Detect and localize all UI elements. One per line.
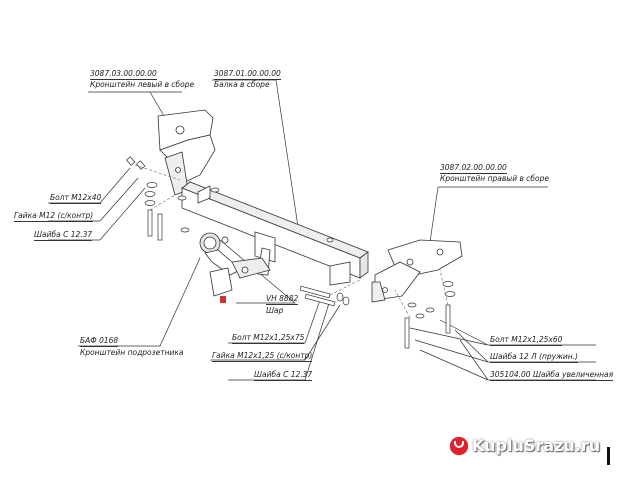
label-nut-left: Гайка М12 (с/контр) <box>14 211 94 222</box>
watermark-text: KupluSrazu.ru <box>472 436 601 455</box>
label-bracket-right-code: 3087.02.00.00.00 <box>440 163 507 174</box>
label-bracket-left-name: Кронштейн левый в сборе <box>90 80 195 89</box>
left-bracket <box>157 109 216 196</box>
leader-socket <box>78 257 201 347</box>
label-bolt-m12x40: Болт M12х40 <box>50 193 102 204</box>
label-beam-code: 3087.01.00.00.00 <box>214 69 281 80</box>
label-bracket-left-code: 3087.03.00.00.00 <box>90 69 157 80</box>
assembly-paths <box>134 164 449 319</box>
fasteners-center <box>299 237 350 307</box>
label-bolt-right: Болт M12х1,25х60 <box>490 335 563 346</box>
label-bolt-center: Болт M12х1,25х75 <box>232 333 305 344</box>
label-washer-large: 305104.00 Шайба увеличенная <box>490 370 614 381</box>
label-ball-name: Шар <box>266 306 284 315</box>
label-socket-code: БАФ 0168 <box>80 336 119 347</box>
label-washer-center: Шайба С 12.37 <box>254 370 313 381</box>
label-beam-name: Балка в сборе <box>214 80 270 89</box>
label-washer-spring: Шайба 12 Л (пружин.) <box>490 352 578 363</box>
fasteners-right <box>404 281 456 349</box>
label-nut-center: Гайка М12х1,25 (с/контр) <box>212 351 313 362</box>
watermark: KupluSrazu.ru <box>450 436 600 455</box>
label-washer-left: Шайба С 12.37 <box>34 230 93 241</box>
label-socket-name: Кронштейн подрозетника <box>80 348 184 357</box>
leader-nut-center <box>210 304 341 361</box>
leader-beam <box>212 79 301 241</box>
label-bracket-right-name: Кронштейн правый в сборе <box>440 174 549 183</box>
right-bracket <box>371 239 463 303</box>
label-ball-code: VH 8882 <box>266 294 299 305</box>
edge-mark <box>607 447 610 465</box>
watermark-logo-icon <box>450 436 468 455</box>
socket-bracket <box>209 267 233 303</box>
tow-ball <box>199 232 271 279</box>
